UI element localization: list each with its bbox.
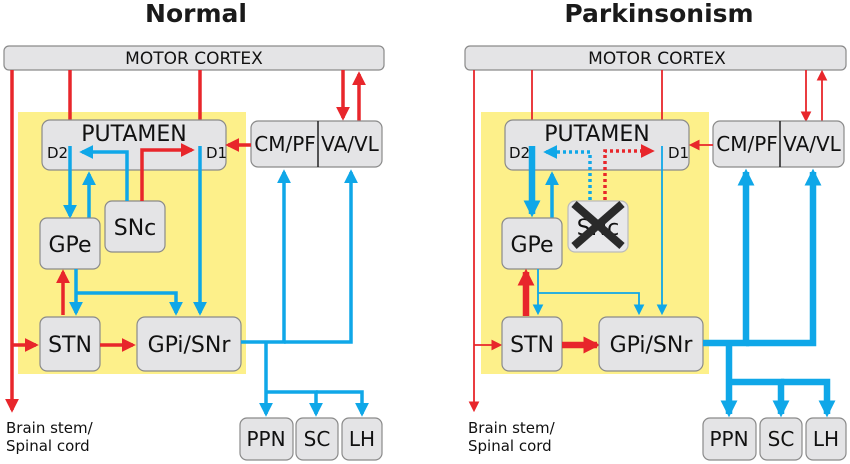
arrow-gpisnr-to-lh bbox=[781, 378, 836, 418]
arrow-gpisnr-to-sc bbox=[729, 378, 790, 418]
node-lh: LH bbox=[341, 417, 383, 461]
node-label: STN bbox=[510, 333, 554, 358]
node-label: SC bbox=[768, 427, 795, 451]
node-motor-cortex: MOTOR CORTEX bbox=[464, 45, 847, 71]
node-gpi-snr: GPi/SNr bbox=[136, 316, 242, 372]
label-brainstem: Brain stem/ bbox=[6, 419, 94, 437]
node-label-va-vl: VA/VL bbox=[783, 132, 842, 156]
lesion-x-icon bbox=[571, 200, 625, 250]
node-label-cm-pf: CM/PF bbox=[716, 132, 778, 156]
node-label: PPN bbox=[246, 427, 285, 451]
arrow-snc-to-d2 bbox=[79, 145, 129, 201]
node-stn: STN bbox=[39, 316, 101, 372]
arrow-gpisnr-to-vavl bbox=[284, 169, 358, 344]
arrow-snc-to-d2-lost bbox=[543, 145, 592, 200]
node-snc: SNc bbox=[104, 200, 166, 253]
node-label: GPi/SNr bbox=[610, 333, 694, 358]
node-lh: LH bbox=[805, 417, 847, 461]
node-label: LH bbox=[349, 427, 375, 451]
node-label: LH bbox=[813, 427, 839, 451]
arrow-gpisnr-to-cmpf bbox=[241, 169, 291, 344]
node-stn: STN bbox=[501, 316, 563, 372]
arrow-gpe-to-gpisnr bbox=[538, 292, 645, 316]
node-label: SC bbox=[304, 427, 331, 451]
node-label-va-vl: VA/VL bbox=[321, 132, 380, 156]
node-label: PUTAMEN bbox=[544, 122, 650, 147]
arrow-gpisnr-to-vavl bbox=[746, 168, 822, 347]
node-gpe: GPe bbox=[39, 217, 101, 270]
arrow-gpe-to-gpisnr bbox=[76, 291, 183, 316]
node-gpi-snr: GPi/SNr bbox=[598, 316, 704, 372]
node-sc: SC bbox=[759, 417, 803, 461]
panel-normal: Normal MOTOR CORTEX PUTAMEN D2 D1 CM/PF … bbox=[3, 0, 385, 461]
arrow-gpisnr-to-lh bbox=[316, 390, 369, 417]
arrow-gpisnr-to-cmpf bbox=[703, 168, 755, 347]
node-sc: SC bbox=[295, 417, 339, 461]
arrow-gpisnr-to-sc bbox=[266, 390, 323, 417]
label-brainstem: Brain stem/ bbox=[468, 419, 556, 437]
node-ppn: PPN bbox=[239, 417, 294, 461]
receptor-label-d2: D2 bbox=[47, 144, 68, 162]
receptor-label-d1: D1 bbox=[668, 144, 689, 162]
arrow-snc-to-d1-lost bbox=[603, 144, 655, 200]
node-ppn: PPN bbox=[702, 417, 757, 461]
node-thalamus: CM/PF VA/VL bbox=[250, 120, 383, 168]
node-label: GPi/SNr bbox=[148, 333, 232, 358]
node-gpe: GPe bbox=[501, 217, 563, 270]
node-motor-cortex: MOTOR CORTEX bbox=[3, 45, 385, 71]
node-label: SNc bbox=[114, 216, 157, 241]
node-label: MOTOR CORTEX bbox=[588, 49, 726, 69]
receptor-label-d2: D2 bbox=[509, 144, 530, 162]
node-label: MOTOR CORTEX bbox=[125, 49, 263, 69]
node-label: PUTAMEN bbox=[81, 122, 187, 147]
node-snc-lesioned: SNc bbox=[567, 200, 629, 253]
node-thalamus: CM/PF VA/VL bbox=[712, 120, 845, 168]
node-label: GPe bbox=[48, 233, 91, 258]
label-spinal-cord: Spinal cord bbox=[468, 437, 552, 455]
panel-title: Parkinsonism bbox=[564, 0, 753, 28]
panel-title: Normal bbox=[145, 0, 247, 28]
node-label-cm-pf: CM/PF bbox=[254, 132, 316, 156]
node-label: STN bbox=[48, 333, 92, 358]
label-spinal-cord: Spinal cord bbox=[6, 437, 90, 455]
receptor-label-d1: D1 bbox=[206, 144, 227, 162]
arrow-snc-to-d1 bbox=[140, 143, 195, 201]
node-label: GPe bbox=[510, 233, 553, 258]
node-label: PPN bbox=[709, 427, 748, 451]
panel-parkinsonism: Parkinsonism MOTOR CORTEX PUTAMEN D2 D1 … bbox=[464, 0, 847, 461]
